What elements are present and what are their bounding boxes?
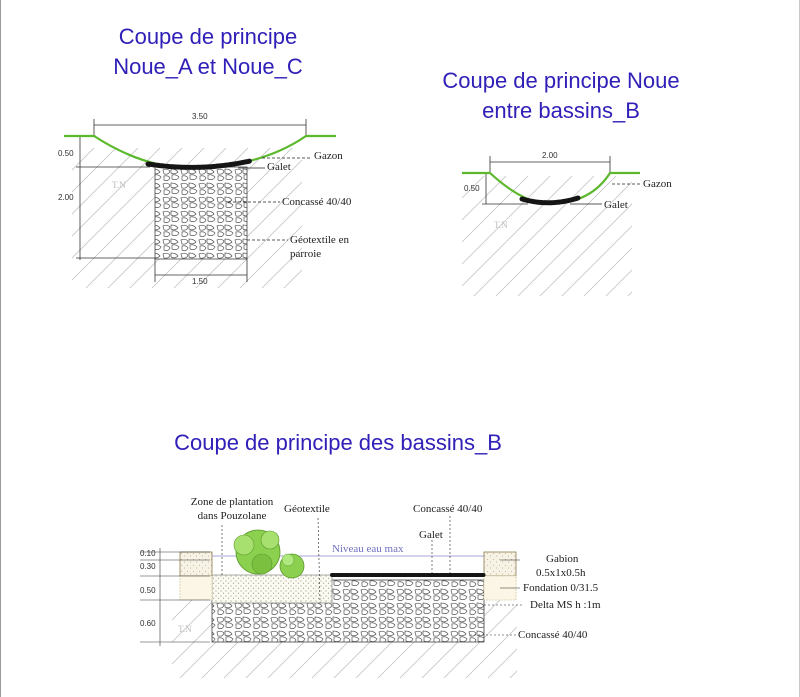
section-a-trench-gravel [154, 166, 248, 260]
section-c-geotextile-label: Géotextile [284, 503, 330, 515]
section-a-drawing [64, 119, 336, 288]
section-a-depth-trench: 2.00 [58, 193, 74, 202]
section-c-fondation-label: Fondation 0/31.5 [523, 582, 599, 594]
section-a-galet-label: Galet [267, 161, 291, 173]
section-c-concasse-top-label: Concassé 40/40 [413, 503, 483, 515]
section-c-tn: T.N [178, 624, 192, 634]
title-noue-b-line1: Coupe de principe Noue [442, 68, 680, 93]
section-a-tn: T.N [112, 180, 126, 190]
section-c-galet-label: Galet [419, 529, 443, 541]
section-c-depth-4: 0.60 [140, 619, 156, 628]
section-b-galet-label: Galet [604, 199, 628, 211]
section-b-drawing [462, 156, 640, 296]
section-c-delta-label: Delta MS h :1m [530, 599, 601, 611]
section-c-foundation-left [179, 575, 213, 601]
section-c-depth-1: 0.10 [140, 549, 156, 558]
section-c-gabion-left [179, 551, 213, 577]
section-a-width-bottom: 1.50 [192, 277, 208, 286]
section-b-tn: T.N [494, 220, 508, 230]
title-noue-ac-line2: Noue_A et Noue_C [113, 54, 303, 79]
section-a-depth-swale: 0.50 [58, 149, 74, 158]
section-c-gabion-right [483, 551, 517, 577]
section-b-gazon-label: Gazon [643, 178, 672, 190]
section-b-pebbles [519, 195, 581, 206]
section-c-zone-label-1: Zone de plantation [190, 496, 274, 508]
section-a-geotextile-label-2: parroie [290, 248, 322, 260]
title-noue-b-line2: entre bassins_B [482, 98, 640, 123]
section-a-width-top: 3.50 [192, 112, 208, 121]
title-noue-b: Coupe de principe Noue entre bassins_B [418, 66, 704, 126]
section-a-geotextile-label-1: Géotextile en [290, 234, 349, 246]
section-b-depth: 0.50 [464, 184, 480, 193]
section-c-zone-label-2: dans Pouzolane [197, 510, 267, 522]
section-c-gabion-label-1: Gabion [546, 553, 579, 565]
section-a-concasse-label: Concassé 40/40 [282, 196, 352, 208]
section-a-gazon-label: Gazon [314, 150, 343, 162]
section-c-planting-zone [211, 574, 333, 604]
section-c-concasse-bottom-label: Concassé 40/40 [518, 629, 588, 641]
section-c-depth-2: 0.30 [140, 562, 156, 571]
section-c-drawing [140, 516, 524, 678]
title-noue-ac: Coupe de principe Noue_A et Noue_C [88, 22, 328, 82]
section-b-width-top: 2.00 [542, 151, 558, 160]
section-c-depth-3: 0.50 [140, 586, 156, 595]
section-c-gabion-label-2: 0.5x1x0.5h [536, 567, 586, 579]
section-b-ground-hatch [462, 176, 632, 296]
section-c-water-level-label: Niveau eau max [332, 543, 404, 555]
section-c-plants [233, 529, 305, 579]
title-bassins: Coupe de principe des bassins_B [174, 430, 502, 455]
section-a-pebbles [145, 158, 253, 170]
title-noue-ac-line1: Coupe de principe [118, 24, 298, 49]
frame-left-edge [0, 0, 1, 697]
